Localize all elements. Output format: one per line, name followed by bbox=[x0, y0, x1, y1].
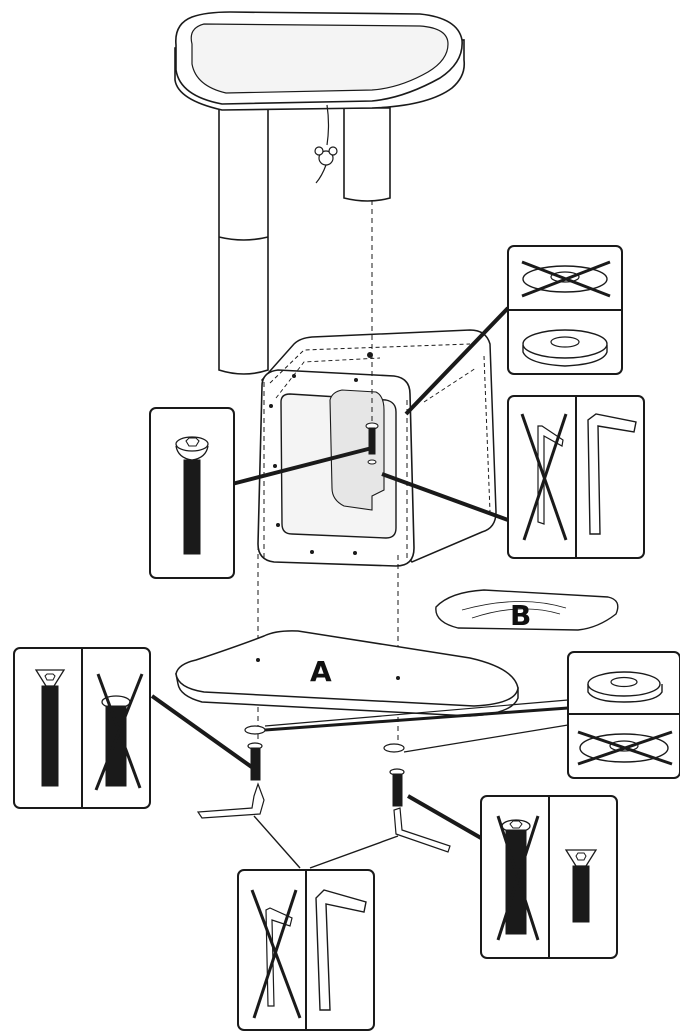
bottom-hardware bbox=[196, 725, 451, 853]
bolt-right bbox=[389, 768, 405, 807]
post-right bbox=[343, 107, 391, 202]
part-b-pad: B bbox=[435, 589, 619, 632]
countersunk-bolt-correct-icon bbox=[34, 669, 66, 787]
hex-bolt-crossed-icon-2 bbox=[496, 815, 540, 941]
bolt-left bbox=[247, 742, 263, 781]
callout-bolt-bottom-left bbox=[13, 647, 151, 809]
allen-key-crossed-icon bbox=[520, 413, 568, 541]
base-plate-a: A bbox=[175, 630, 519, 717]
allen-key-correct-icon-2 bbox=[315, 889, 367, 1011]
label-part-a: A bbox=[310, 655, 332, 688]
top-bed-assembly bbox=[174, 11, 466, 375]
washer-correct-icon-2 bbox=[587, 671, 663, 703]
washer-left bbox=[244, 725, 266, 735]
cube-bolt bbox=[365, 422, 379, 465]
callout-bolt-bottom-right bbox=[480, 795, 618, 959]
washer-right bbox=[383, 743, 405, 753]
leader-lines bbox=[150, 306, 569, 869]
post-left bbox=[218, 104, 269, 375]
top-bed-tray bbox=[174, 11, 466, 111]
hanging-mouse-toy bbox=[314, 104, 338, 184]
label-part-b: B bbox=[510, 599, 531, 632]
bolt-hex-icon bbox=[175, 436, 209, 555]
washer-correct-icon bbox=[522, 329, 608, 367]
washer-crossed-icon bbox=[521, 260, 611, 298]
allen-key-right bbox=[393, 807, 451, 853]
allen-key-correct-icon bbox=[587, 413, 637, 535]
allen-key-crossed-icon-2 bbox=[250, 889, 302, 1019]
cube-box bbox=[257, 329, 497, 567]
callout-allen-key-right bbox=[507, 395, 645, 559]
hex-bolt-crossed-icon bbox=[94, 673, 144, 791]
callout-bolt-cube bbox=[149, 407, 235, 579]
callout-allen-key-bottom bbox=[237, 869, 375, 1031]
washer-crossed-icon-2 bbox=[577, 730, 673, 766]
allen-key-left bbox=[196, 782, 265, 819]
callout-washer-bottom bbox=[567, 651, 680, 779]
callout-washer-top bbox=[507, 245, 623, 375]
countersunk-bolt-correct-icon-2 bbox=[564, 849, 598, 923]
